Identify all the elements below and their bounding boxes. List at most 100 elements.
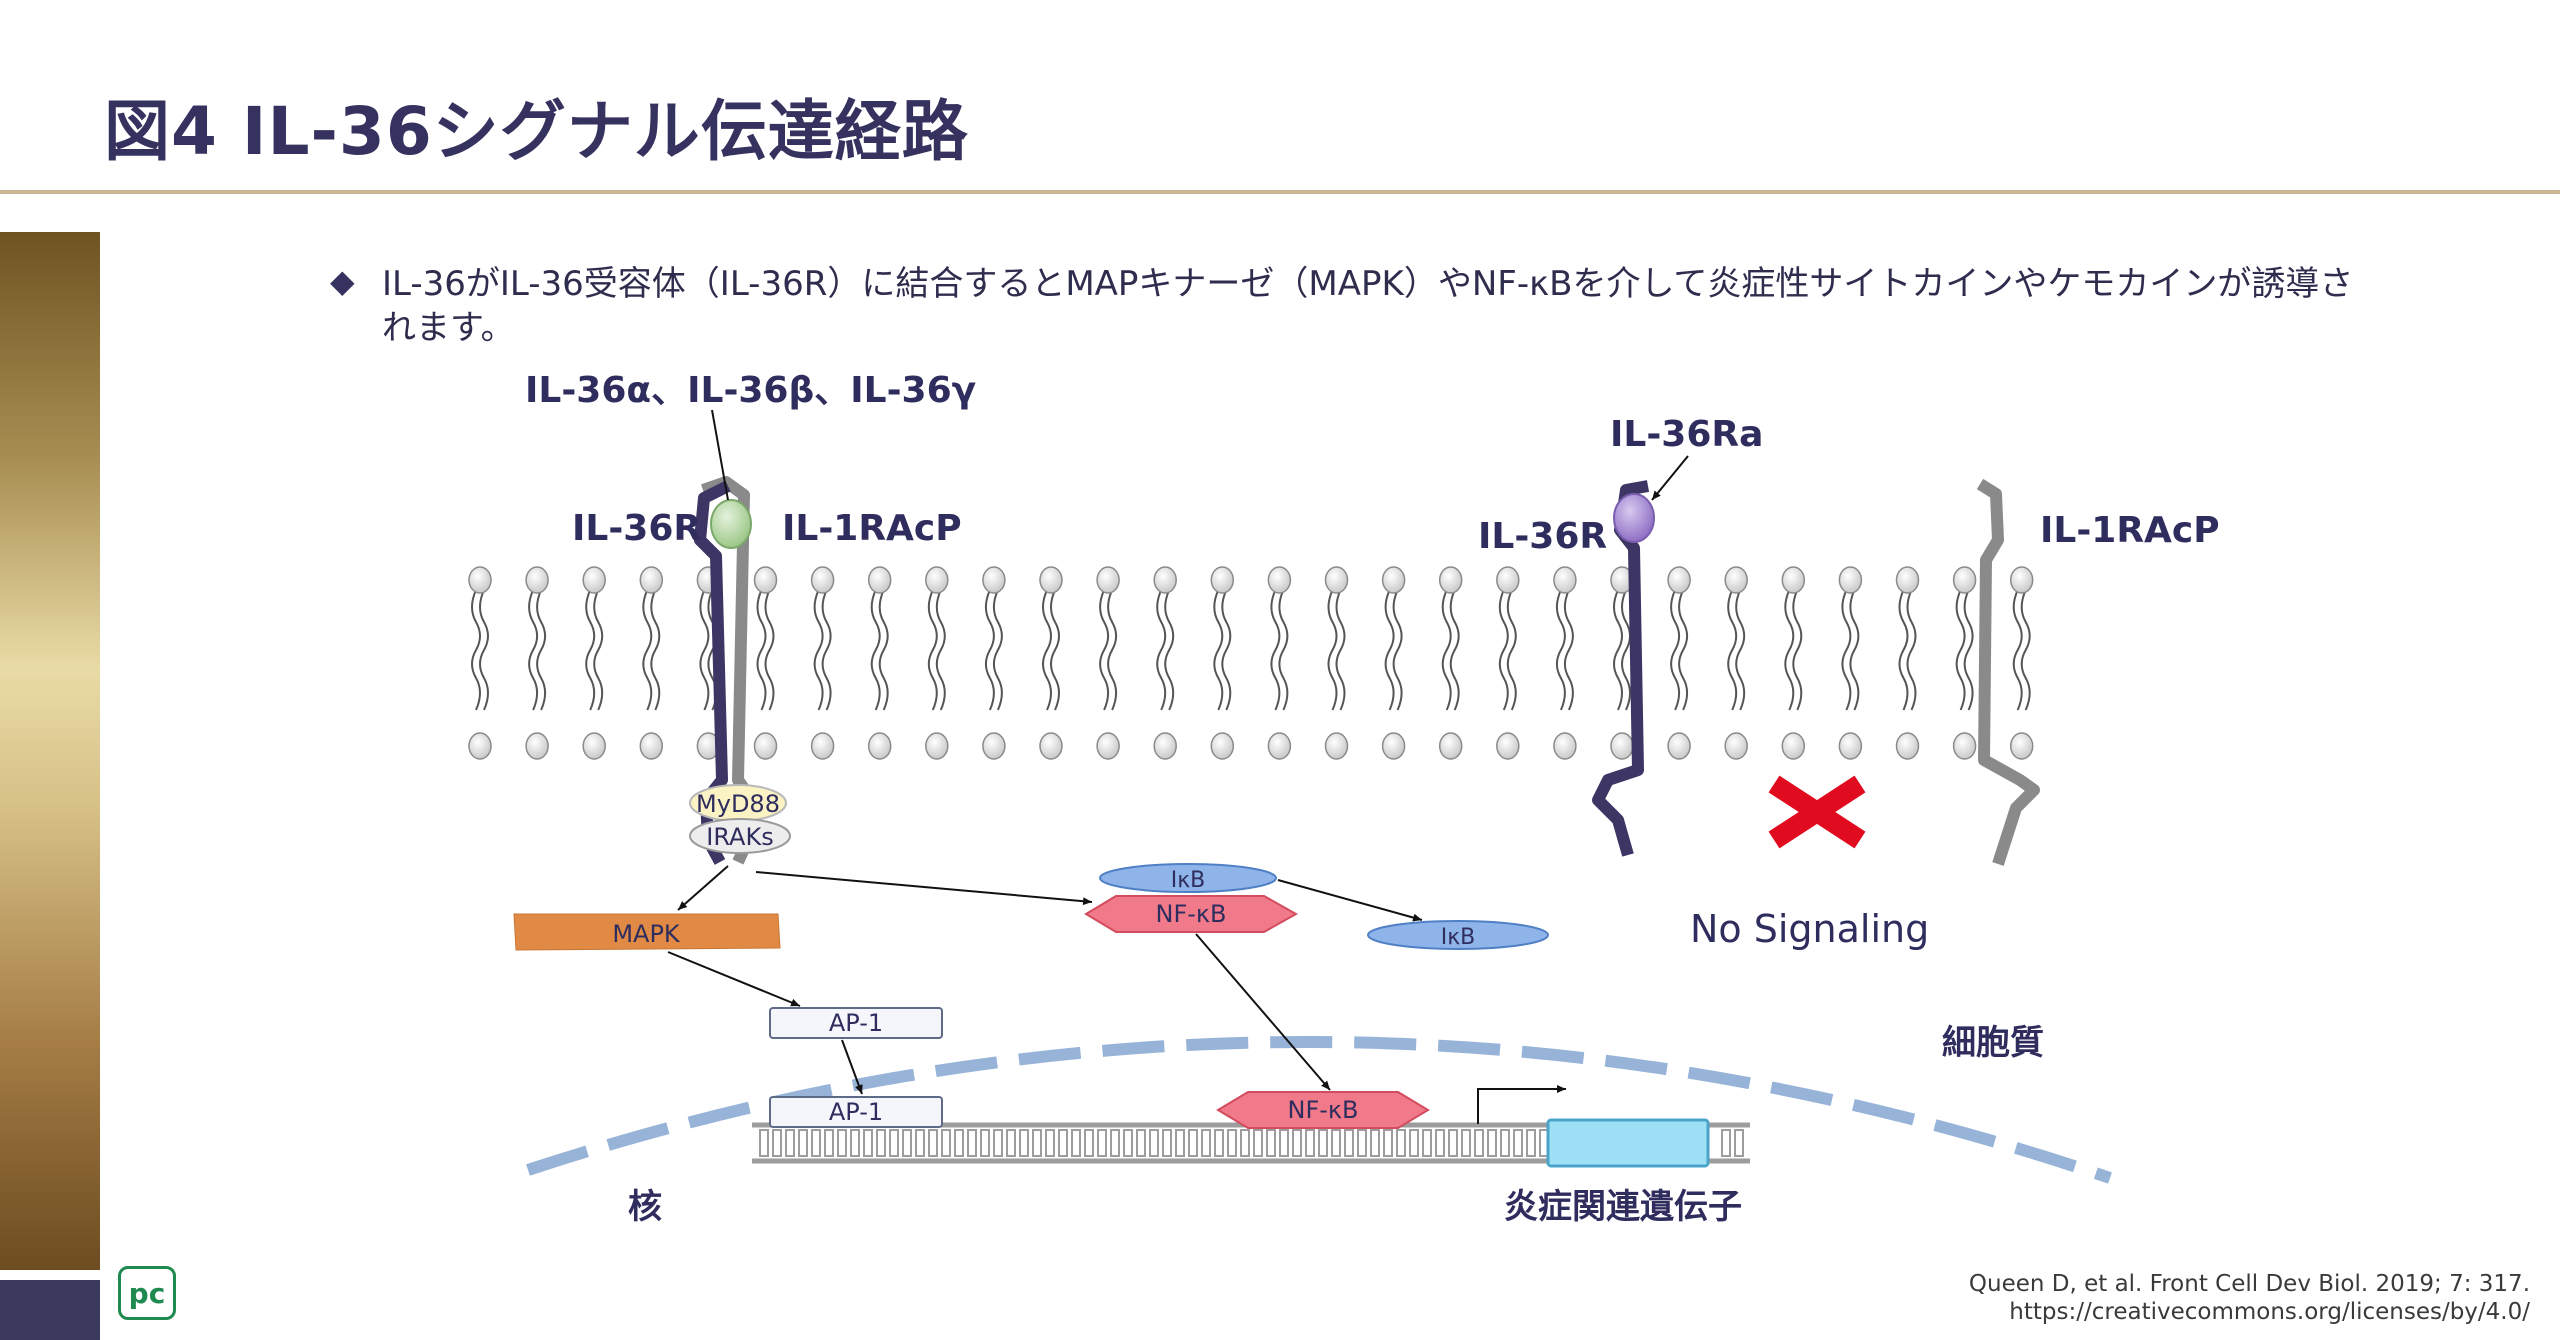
dna-rung: [785, 1129, 795, 1157]
ap1-nucleus-node: [769, 1096, 943, 1128]
lipid-head: [1838, 732, 1863, 760]
lipid-head: [2009, 732, 2034, 760]
dna-rung: [1240, 1129, 1250, 1157]
dna-rung: [1084, 1129, 1094, 1157]
dna-rung: [1409, 1129, 1419, 1157]
dna-rung: [1227, 1129, 1237, 1157]
dna-rung: [1253, 1129, 1263, 1157]
phospholipid: [1039, 566, 1063, 760]
lipid-head: [810, 566, 835, 594]
lipid-head: [468, 566, 492, 594]
dna-rung: [1045, 1129, 1055, 1157]
lipid-head: [1496, 732, 1520, 760]
ligand-pointer-line: [711, 409, 729, 501]
lipid-head: [1724, 566, 1748, 594]
lipid-head: [1553, 566, 1577, 594]
lipid-head: [1496, 566, 1520, 594]
phospholipid: [982, 566, 1006, 760]
mapk-label: MAPK: [612, 920, 681, 948]
lipid-head: [925, 732, 949, 760]
lipid-head: [1324, 566, 1349, 594]
phospholipid: [2009, 566, 2034, 760]
dna-rung: [1383, 1129, 1393, 1157]
mapk-node: [513, 913, 781, 951]
nfkb-cytoplasm-node: [1084, 895, 1299, 933]
dna-rung: [1318, 1129, 1328, 1157]
dna-rung: [1201, 1129, 1211, 1157]
lipid-head: [1153, 732, 1177, 760]
lipid-head: [1781, 732, 1806, 760]
lipid-head: [1324, 732, 1349, 760]
lipid-head: [753, 732, 778, 760]
phospholipid: [753, 566, 778, 760]
dna-rung: [1357, 1129, 1367, 1157]
dna-rung: [850, 1129, 860, 1157]
citation: Queen D, et al. Front Cell Dev Biol. 201…: [1969, 1270, 2530, 1326]
il36ra-antagonist-icon: [1613, 493, 1655, 543]
dna-rung: [759, 1129, 769, 1157]
dna-rung: [1058, 1129, 1068, 1157]
lipid-head: [1895, 566, 1920, 594]
phospholipid: [1952, 566, 1977, 760]
dna-rung: [863, 1129, 873, 1157]
dna-rung: [1500, 1129, 1510, 1157]
dna-rung: [1175, 1129, 1185, 1157]
company-logo: pc: [118, 1266, 176, 1320]
dna-rung: [1331, 1129, 1341, 1157]
lipid-head: [1781, 566, 1806, 594]
phospholipid: [1267, 566, 1292, 760]
phospholipid: [1153, 566, 1177, 760]
citation-reference: Queen D, et al. Front Cell Dev Biol. 201…: [1968, 1271, 2530, 1297]
dna-rung: [1474, 1129, 1484, 1157]
lipid-head: [582, 732, 606, 760]
dna-rung: [1097, 1129, 1107, 1157]
ikb-bound-label: IκB: [1171, 868, 1206, 893]
nfkb-nucleus-node: [1216, 1091, 1430, 1129]
lipid-head: [468, 732, 492, 760]
dna-rung: [1487, 1129, 1497, 1157]
dna-rung: [1149, 1129, 1159, 1157]
lipid-head: [867, 732, 892, 760]
lipid-head: [753, 566, 778, 594]
lipid-head: [1438, 732, 1463, 760]
dna-rung: [967, 1129, 977, 1157]
dna-rung: [1266, 1129, 1276, 1157]
dna-rung: [837, 1129, 847, 1157]
lipid-head: [925, 566, 949, 594]
lipid-head: [1667, 732, 1691, 760]
dna-rung: [1214, 1129, 1224, 1157]
title-divider: [0, 190, 2560, 194]
lipid-head: [1553, 732, 1577, 760]
dna-rung: [1526, 1129, 1536, 1157]
lipid-head: [582, 566, 606, 594]
myd88-label: MyD88: [696, 790, 780, 818]
dna-rung: [1734, 1129, 1744, 1157]
no-signaling-label: No Signaling: [1690, 907, 1929, 951]
phospholipid: [1210, 566, 1235, 760]
lipid-head: [1210, 732, 1235, 760]
transcription-start-arrow: [1477, 1085, 1566, 1124]
ikb-free-node: [1367, 920, 1549, 950]
citation-license-link[interactable]: https://creativecommons.org/licenses/by/…: [2009, 1299, 2530, 1325]
dna-rung: [1448, 1129, 1458, 1157]
lipid-head: [525, 732, 549, 760]
dna-rung: [902, 1129, 912, 1157]
sidebar-footer-block: [0, 1280, 100, 1340]
dna-rung: [1721, 1129, 1731, 1157]
dna-rung: [954, 1129, 964, 1157]
dna-rung: [1071, 1129, 1081, 1157]
lipid-head: [1267, 566, 1292, 594]
dna-rung: [824, 1129, 834, 1157]
sidebar-gradient-bar: [0, 232, 100, 1270]
phospholipid: [1667, 566, 1691, 760]
dna-rung: [1370, 1129, 1380, 1157]
inflammatory-gene-segment: [1546, 1118, 1710, 1168]
dna-rung: [1110, 1129, 1120, 1157]
phospholipid: [1096, 566, 1120, 760]
lipid-head: [1381, 566, 1406, 594]
dna-rung: [1513, 1129, 1523, 1157]
bullet-diamond-icon: ◆: [330, 262, 355, 300]
phospholipid: [925, 566, 949, 760]
phospholipid: [1381, 566, 1406, 760]
